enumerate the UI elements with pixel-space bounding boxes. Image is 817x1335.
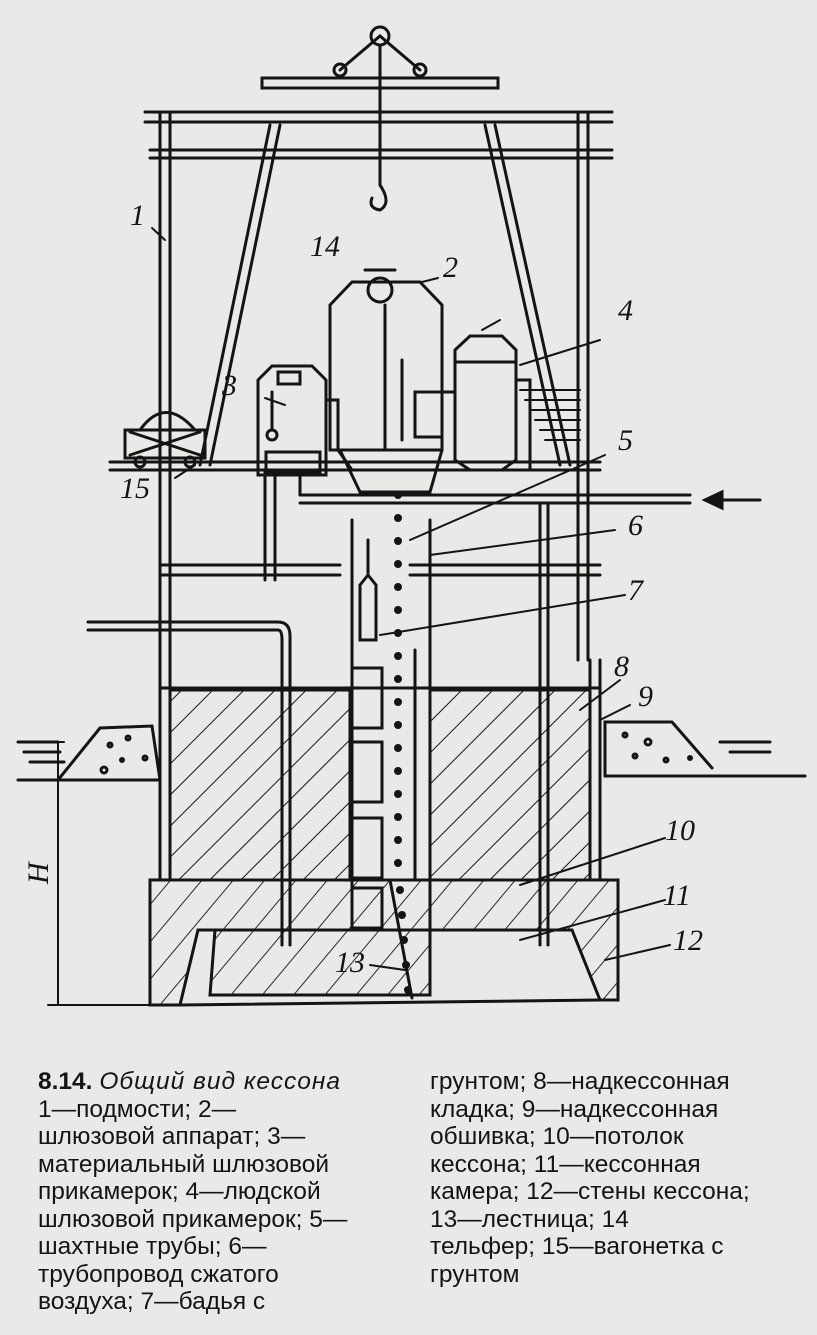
label-1: 1 — [130, 199, 145, 232]
wagon — [123, 411, 207, 469]
label-6: 6 — [628, 509, 643, 542]
man-lock — [440, 334, 532, 472]
caption-left-column: 8.14. Общий вид кессона 1—подмости; 2— ш… — [38, 1068, 347, 1316]
ground-left — [16, 724, 162, 782]
caption-heading: 8.14. Общий вид кессона — [38, 1068, 347, 1096]
label-5: 5 — [618, 424, 633, 457]
telpher — [260, 25, 500, 212]
callout-labels: 1 2 3 4 5 6 7 8 9 10 11 12 13 14 15 H — [22, 199, 703, 979]
caption-line: материальный шлюзовой — [38, 1150, 330, 1178]
caption-line: воздуха; 7—бадья с — [38, 1288, 266, 1315]
caisson-structure — [148, 878, 620, 1007]
figure-title: Общий вид кессона — [99, 1068, 341, 1095]
caption-line: кессона; 11—кессонная — [430, 1150, 701, 1178]
label-12: 12 — [673, 924, 703, 957]
caption-line: грунтом — [430, 1260, 520, 1288]
side-pipe — [86, 620, 292, 947]
label-3: 3 — [221, 369, 237, 402]
label-7: 7 — [628, 574, 645, 607]
caption-line: тельфер; 15—вагонетка с — [430, 1233, 724, 1260]
caisson-diagram: 1 2 3 4 5 6 7 8 9 10 11 12 13 14 15 H — [16, 25, 807, 1007]
label-10: 10 — [665, 814, 695, 847]
ladder — [394, 491, 412, 994]
caption-right-column: грунтом; 8—надкессонная кладка; 9—надкес… — [430, 1068, 750, 1288]
caption-line: камера; 12—стены кессона; — [430, 1178, 750, 1205]
leader-lines — [151, 227, 671, 971]
label-14: 14 — [310, 230, 340, 263]
airlock — [328, 268, 444, 494]
masonry — [158, 658, 602, 882]
caption-line: шлюзовой прикамерок; 5— — [38, 1205, 348, 1233]
caption-line: 13—лестница; 14 — [430, 1205, 629, 1233]
caption-line: шлюзовой аппарат; 3— — [38, 1123, 306, 1150]
ground-right — [603, 720, 807, 778]
caption-line: трубопровод сжатого — [38, 1260, 279, 1288]
shaft-tubes — [350, 518, 432, 932]
figure-caption: 8.14. Общий вид кессона 1—подмости; 2— ш… — [38, 1068, 798, 1318]
bucket — [358, 538, 378, 642]
caption-line: 1—подмости; 2— — [38, 1095, 237, 1123]
depth-dimension — [47, 741, 151, 1006]
caption-line: шахтные трубы; 6— — [38, 1233, 267, 1260]
figure-number: 8.14. — [38, 1068, 93, 1095]
label-2: 2 — [443, 251, 458, 284]
label-15: 15 — [120, 472, 150, 505]
label-8: 8 — [614, 650, 629, 683]
label-9: 9 — [638, 680, 653, 713]
label-4: 4 — [618, 294, 633, 327]
caption-line: обшивка; 10—потолок — [430, 1123, 684, 1150]
caption-line: прикамерок; 4—людской — [38, 1178, 321, 1205]
material-lock — [256, 364, 354, 477]
label-13: 13 — [335, 946, 365, 979]
stairs — [519, 389, 581, 441]
label-depth-h: H — [22, 860, 55, 885]
caption-line: грунтом; 8—надкессонная — [430, 1068, 730, 1095]
label-11: 11 — [663, 879, 691, 912]
caption-line: кладка; 9—надкессонная — [430, 1095, 719, 1123]
